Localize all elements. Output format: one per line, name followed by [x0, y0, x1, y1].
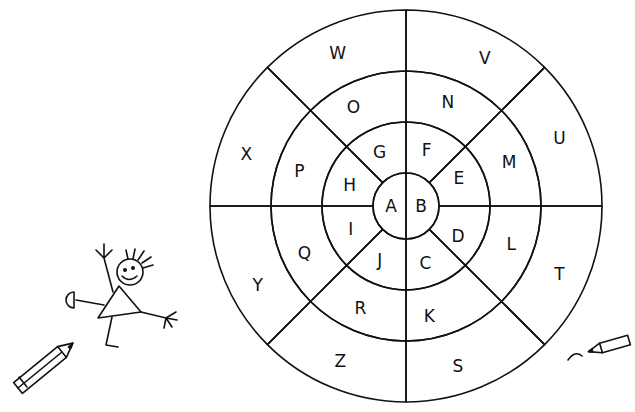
- sector-outline: [463, 204, 543, 304]
- sector-letter: T: [554, 266, 564, 283]
- sector-line: [322, 206, 383, 265]
- letter-sector: A: [371, 171, 408, 241]
- sector-letter: C: [420, 254, 432, 271]
- sector-letter: L: [506, 236, 515, 253]
- letter-sector: B: [404, 171, 441, 241]
- sector-line: [406, 265, 501, 341]
- letter-sector: J: [344, 227, 408, 292]
- sector-letter: N: [442, 94, 455, 111]
- sector-outline: [404, 8, 547, 113]
- sector-letter: D: [451, 228, 464, 245]
- sector-line: [406, 10, 545, 111]
- letter-sector: Y: [208, 204, 313, 347]
- sector-line: [465, 206, 541, 301]
- sector-line: [406, 173, 439, 239]
- sector-letter: W: [329, 44, 346, 61]
- sector-line: [322, 147, 383, 206]
- pencil-left: [14, 343, 73, 393]
- letter-sector: D: [427, 204, 492, 268]
- sector-line: [271, 111, 347, 206]
- sector-letter: R: [355, 300, 367, 317]
- sector-outline: [499, 204, 604, 347]
- letter-sector: X: [208, 65, 313, 209]
- letter-sector: T: [499, 204, 604, 347]
- sector-letter: U: [553, 129, 565, 146]
- letter-sector: N: [404, 69, 504, 149]
- sector-letter: M: [502, 154, 517, 171]
- letter-sector: K: [404, 263, 504, 343]
- letter-sector: P: [269, 108, 349, 209]
- sector-outline: [269, 108, 349, 209]
- letter-sector: W: [265, 8, 408, 113]
- sector-outline: [344, 227, 408, 292]
- sector-line: [406, 122, 465, 183]
- sector-line: [429, 147, 490, 206]
- sector-line: [406, 71, 501, 147]
- sector-line: [210, 67, 311, 206]
- sector-letter: Y: [252, 276, 262, 293]
- sector-line: [271, 206, 347, 301]
- letter-sector: O: [308, 69, 408, 149]
- sector-letter: S: [453, 357, 464, 374]
- letter-sector: Z: [265, 299, 408, 404]
- sector-line: [465, 111, 541, 206]
- sector-letter: H: [343, 177, 356, 194]
- sector-letter: J: [377, 251, 382, 268]
- letter-sector: U: [499, 65, 604, 208]
- sector-line: [267, 301, 406, 402]
- letter-sector: L: [463, 204, 543, 304]
- letter-sector: R: [308, 263, 408, 343]
- sector-letter: X: [240, 146, 252, 163]
- sector-letter: P: [294, 163, 304, 180]
- pencil-right: [568, 335, 630, 360]
- letter-sector: Q: [269, 204, 349, 304]
- sector-line: [501, 67, 602, 206]
- sector-letter: Q: [298, 245, 311, 262]
- letter-sector: M: [463, 108, 543, 208]
- sector-line: [210, 206, 311, 345]
- sector-outline: [499, 65, 604, 208]
- sector-letter: G: [373, 144, 386, 161]
- sector-line: [347, 229, 406, 290]
- sector-letter: O: [347, 99, 360, 116]
- sector-line: [311, 71, 406, 147]
- sector-outline: [208, 65, 313, 209]
- sector-letter: E: [454, 169, 465, 186]
- sector-line: [501, 206, 602, 345]
- sector-line: [373, 173, 406, 239]
- sector-line: [311, 265, 406, 341]
- sector-letter: Z: [335, 352, 347, 369]
- sector-letter: V: [479, 49, 491, 66]
- sector-line: [347, 122, 406, 183]
- sector-line: [267, 10, 406, 111]
- sector-line: [429, 206, 490, 265]
- sector-letter: K: [424, 307, 435, 324]
- stick-figure: [66, 244, 177, 347]
- sector-letter: F: [422, 141, 432, 158]
- sector-letter: I: [348, 221, 353, 238]
- sector-outline: [404, 263, 504, 343]
- sector-letter: A: [385, 198, 397, 215]
- letter-sector: V: [404, 8, 547, 113]
- sector-line: [406, 301, 545, 402]
- sector-letter: B: [415, 198, 427, 215]
